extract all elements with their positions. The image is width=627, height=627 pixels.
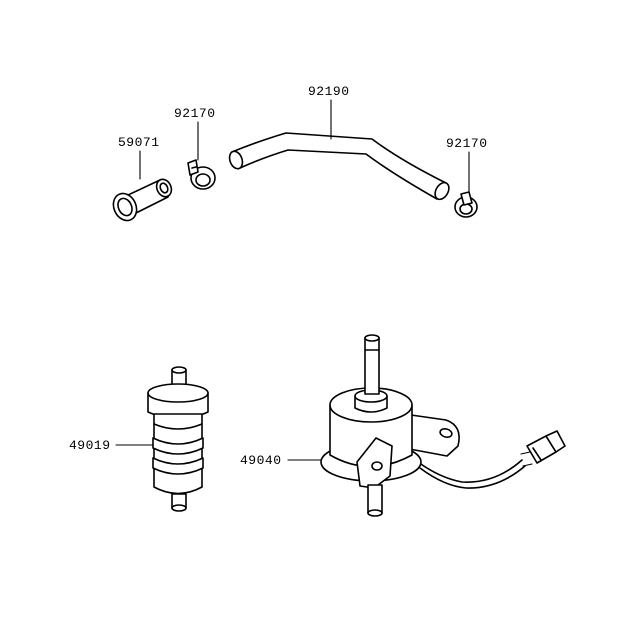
label-fuel-filter: 49019 (69, 438, 111, 453)
hose-joint-part: 59071 (112, 135, 173, 222)
label-hose-joint: 59071 (118, 135, 160, 150)
label-clamp-right: 92170 (446, 136, 488, 151)
label-fuel-pump: 49040 (240, 453, 282, 468)
label-hose: 92190 (308, 84, 350, 99)
wire-connector (526, 430, 566, 464)
label-clamp-left: 92170 (174, 106, 216, 121)
fuel-pump-part: 49040 (240, 334, 566, 517)
clamp-right-part: 92170 (446, 136, 488, 218)
fuel-filter-part: 49019 (69, 366, 209, 512)
clamp-left-part: 92170 (174, 106, 216, 190)
hose-part: 92190 (228, 84, 450, 201)
